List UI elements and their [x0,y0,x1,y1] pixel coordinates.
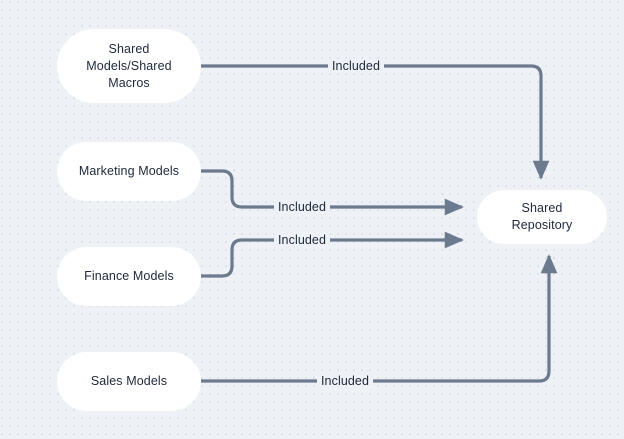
edge-label-marketing-models: Included [277,200,327,214]
node-finance-models[interactable]: Finance Models [57,247,201,306]
edge-label-sales-models: Included [320,374,370,388]
edge-path-shared-models [201,64,550,180]
edge-path-finance-models [201,231,464,278]
edge-label-backing [274,199,330,215]
edge-label-backing [274,232,330,248]
edge-label-finance-models: Included [277,233,327,247]
node-sales-models[interactable]: Sales Models [57,352,201,411]
edge-label-backing [317,373,373,389]
edge-label-shared-models: Included [331,59,381,73]
node-marketing-models[interactable]: Marketing Models [57,142,201,201]
edge-path-marketing-models [201,169,464,216]
node-shared-models[interactable]: Shared Models/Shared Macros [57,29,201,103]
node-shared-repository[interactable]: Shared Repository [477,190,607,244]
edge-label-backing [328,58,384,74]
edge-path-sales-models [201,254,558,383]
